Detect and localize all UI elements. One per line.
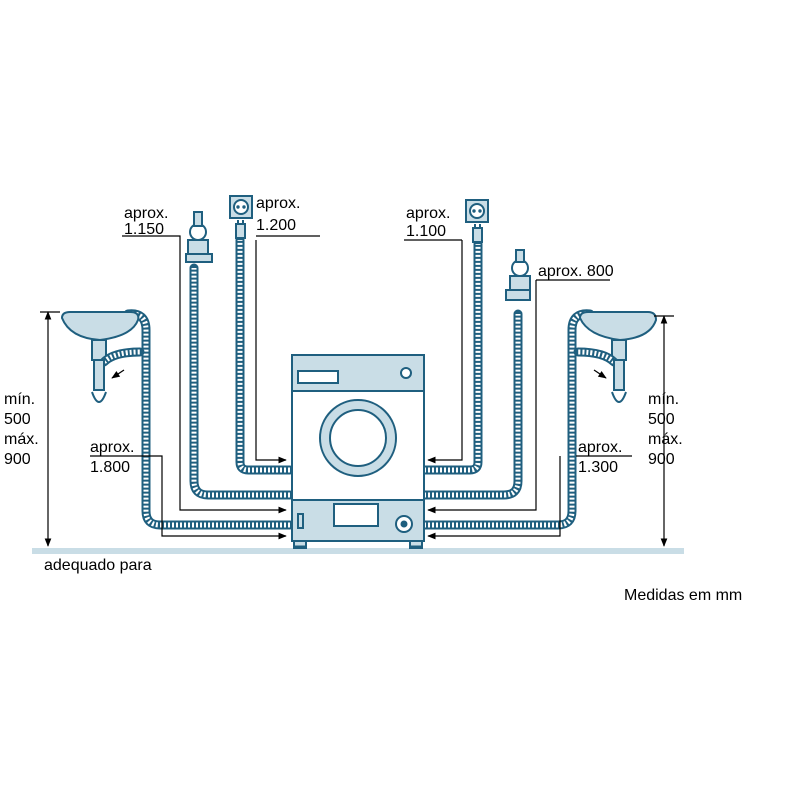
- dimension-lines: [40, 235, 674, 547]
- right-min-label: mín.: [648, 391, 679, 408]
- floor: [32, 548, 684, 554]
- power-plug-icon: [472, 224, 483, 243]
- top-left-power-value: 1.200: [256, 217, 296, 234]
- top-right-power-prefix: aprox.: [406, 205, 450, 222]
- left-min-label: mín.: [4, 391, 35, 408]
- right-drain-prefix: aprox.: [578, 439, 622, 456]
- water-tap-icon: [185, 211, 213, 263]
- power-socket-icon: [465, 199, 489, 223]
- left-drain-value: 1.800: [90, 459, 130, 476]
- right-min-value: 500: [648, 411, 675, 428]
- labels: aprox. 1.150 aprox. 1.200 aprox. 1.100 a…: [4, 195, 742, 604]
- washing-machine-icon: [291, 354, 425, 549]
- right-max-value: 900: [648, 451, 675, 468]
- top-right-hose-label: aprox. 800: [538, 263, 614, 280]
- top-left-power-prefix: aprox.: [256, 195, 300, 212]
- left-max-label: máx.: [4, 431, 39, 448]
- water-tap-icon: [505, 249, 531, 301]
- left-min-value: 500: [4, 411, 31, 428]
- power-plug-icon: [235, 220, 246, 239]
- left-max-value: 900: [4, 451, 31, 468]
- left-drain-prefix: aprox.: [90, 439, 134, 456]
- top-left-hose-value: 1.150: [124, 221, 164, 238]
- floor-label: adequado para: [44, 557, 152, 574]
- sink-icon: [60, 311, 145, 403]
- power-socket-icon: [229, 195, 253, 219]
- units-note: Medidas em mm: [624, 587, 742, 604]
- right-drain-value: 1.300: [578, 459, 618, 476]
- right-max-label: máx.: [648, 431, 683, 448]
- sink-icon: [573, 311, 658, 403]
- top-left-hose-prefix: aprox.: [124, 205, 168, 222]
- top-right-power-value: 1.100: [406, 223, 446, 240]
